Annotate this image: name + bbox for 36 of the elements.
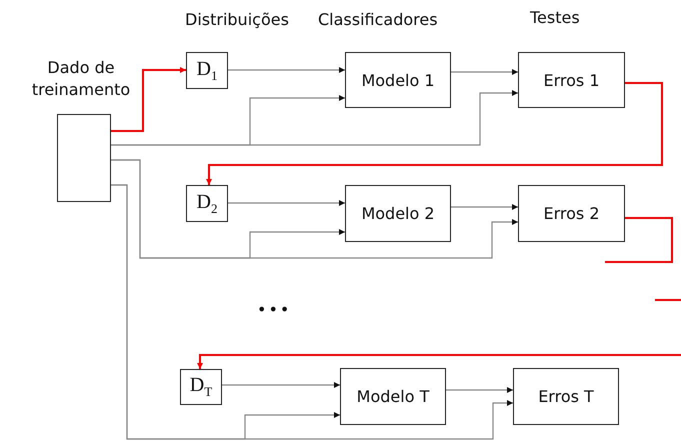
node-label: D$_{T}$ — [190, 374, 212, 400]
column-heading: Testes — [530, 8, 580, 27]
process-box — [345, 185, 451, 242]
column-heading: Distribuições — [185, 10, 289, 29]
node-label: Modelo 2 — [361, 204, 435, 223]
arrow — [451, 69, 518, 75]
arrow — [111, 159, 518, 259]
arrow — [111, 90, 518, 146]
node-label: Modelo 1 — [361, 70, 435, 90]
node-heading: Dado de treinamento — [30, 57, 132, 101]
process-box — [513, 368, 619, 425]
process-box — [518, 52, 625, 108]
node-label: Erros 1 — [543, 70, 600, 90]
arrow — [228, 200, 345, 206]
arrow — [222, 382, 340, 388]
distribution-box — [186, 185, 228, 222]
arrow — [451, 204, 518, 210]
node-label: D$_{1}$ — [196, 58, 218, 84]
ellipsis: ••• — [257, 300, 292, 319]
node-label: Modelo T — [356, 387, 430, 406]
arrow — [111, 184, 513, 440]
arrow — [206, 82, 663, 185]
process-box — [340, 368, 446, 425]
column-heading: Classificadores — [318, 10, 438, 29]
arrow — [111, 67, 186, 132]
node-label: D$_{2}$ — [196, 190, 218, 216]
node-label: Erros T — [538, 387, 594, 406]
arrow — [446, 387, 513, 393]
connector-line — [605, 217, 673, 263]
node-label: Erros 2 — [543, 204, 600, 223]
process-box — [518, 185, 625, 242]
process-box — [345, 52, 451, 108]
arrow — [228, 67, 345, 73]
arrow — [197, 354, 681, 369]
distribution-box — [180, 369, 222, 405]
distribution-box — [186, 52, 228, 89]
